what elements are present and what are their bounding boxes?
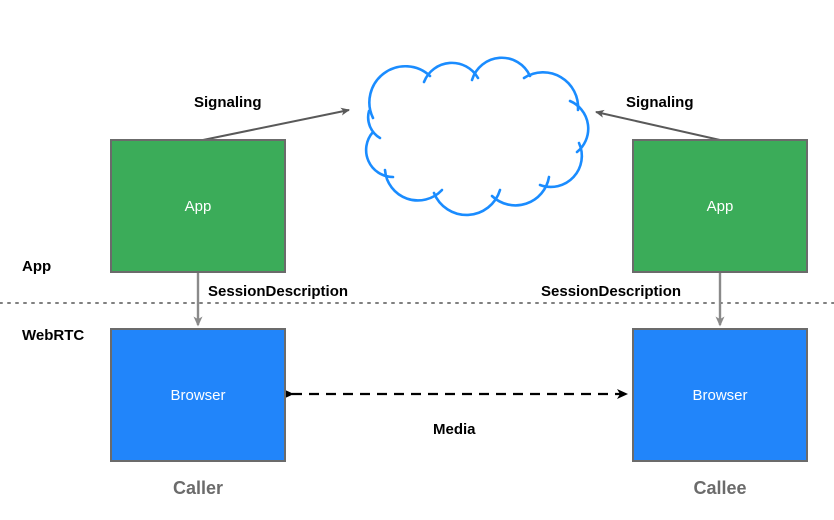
media-label: Media bbox=[433, 421, 476, 438]
caller-app-label: App bbox=[184, 197, 212, 215]
sessiondescription-label-left: SessionDescription bbox=[208, 283, 349, 300]
layer-label-app: App bbox=[22, 258, 52, 275]
signaling-arrow-right bbox=[595, 109, 721, 141]
signaling-arrow-left bbox=[202, 107, 350, 141]
callee-app-box[interactable]: App bbox=[632, 139, 808, 273]
role-label-caller: Caller bbox=[172, 478, 224, 498]
caller-browser-label: Browser bbox=[170, 386, 226, 404]
role-label-callee: Callee bbox=[693, 478, 747, 498]
signaling-cloud-icon bbox=[364, 56, 590, 217]
signaling-label-left: Signaling bbox=[194, 94, 262, 111]
caller-app-box[interactable]: App bbox=[110, 139, 286, 273]
signaling-label-right: Signaling bbox=[626, 94, 694, 111]
layer-label-webrtc: WebRTC bbox=[22, 327, 85, 344]
sessiondescription-label-right: SessionDescription bbox=[541, 283, 682, 300]
callee-browser-box[interactable]: Browser bbox=[632, 328, 808, 462]
caller-browser-box[interactable]: Browser bbox=[110, 328, 286, 462]
callee-app-label: App bbox=[706, 197, 734, 215]
callee-browser-label: Browser bbox=[692, 386, 748, 404]
